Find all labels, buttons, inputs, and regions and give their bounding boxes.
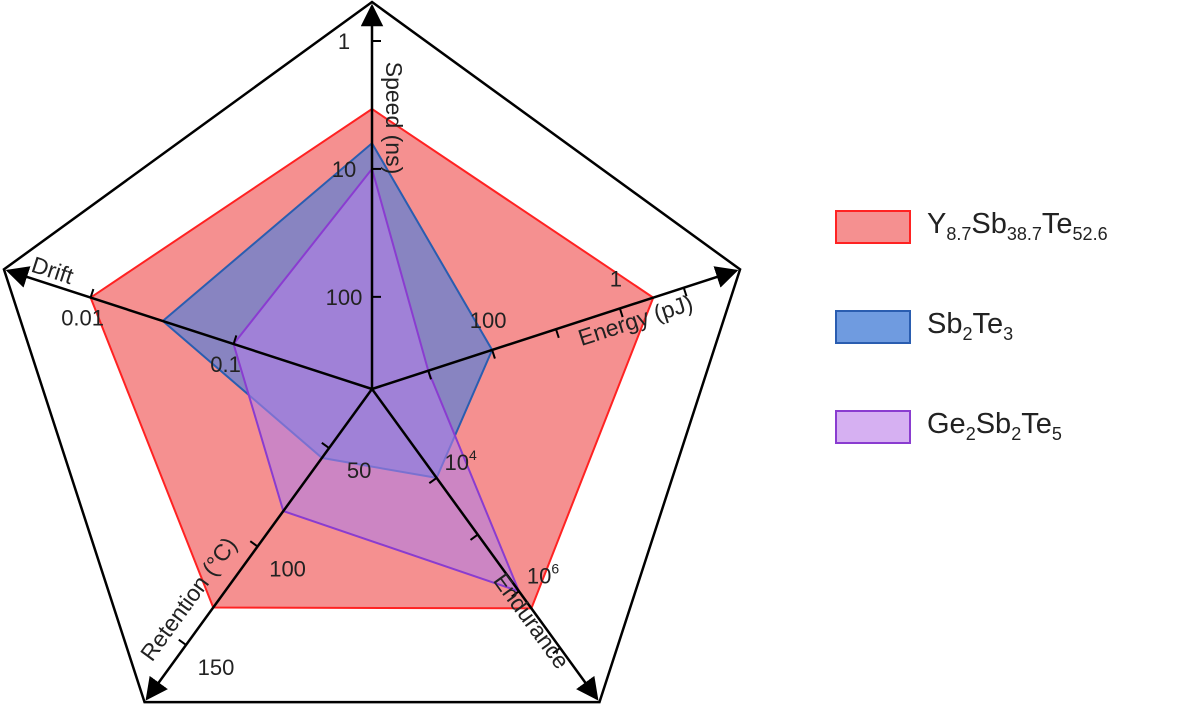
legend-sub: 5 (1051, 424, 1062, 444)
tick-mark (178, 638, 187, 646)
tick-mark (682, 287, 688, 297)
legend-text: Te (1021, 408, 1052, 440)
legend-item-y-sb-te: Y8.7Sb38.7Te52.6 (835, 208, 1175, 250)
axis-title-speed: Speed (ns) (381, 62, 407, 175)
tick-label: 100 (326, 285, 363, 310)
tick-mark (232, 335, 238, 345)
tick-mark (511, 590, 520, 598)
tick-mark (428, 477, 438, 485)
axis-retention (145, 388, 374, 701)
tick-label: 0.1 (210, 352, 241, 377)
tick-mark (469, 533, 479, 541)
legend-swatch-red (835, 210, 911, 244)
tick-label: 1 (338, 29, 350, 54)
tick-label: 150 (198, 655, 235, 680)
legend-sub: 2 (962, 324, 973, 344)
legend-sub: 8.7 (946, 224, 972, 244)
legend-sub: 52.6 (1072, 224, 1108, 244)
legend-sub: 38.7 (1006, 224, 1042, 244)
outer-pentagon (2, 0, 742, 704)
tick-mark (618, 308, 624, 318)
legend-text: Sb (971, 208, 1007, 240)
legend-swatch-purple (835, 410, 911, 444)
legend-sub: 3 (1003, 324, 1014, 344)
tick-mark (555, 328, 560, 339)
tick-mark (321, 441, 330, 449)
legend-text: Te (1041, 208, 1073, 240)
legend-label: Y8.7Sb38.7Te52.6 (927, 208, 1108, 244)
tick-label: 1 (610, 266, 622, 291)
tick-label: 100 (470, 308, 507, 333)
legend-text: Sb (927, 308, 963, 340)
legend-text: Sb (975, 408, 1012, 440)
legend-text: Ge (927, 408, 966, 440)
legend-sub: 2 (965, 424, 976, 444)
series-polygon-3 (232, 166, 521, 593)
tick-mark (89, 288, 95, 298)
legend-item-sb2te3: Sb2Te3 (835, 308, 1175, 350)
axis-title-drift: Drift (29, 251, 78, 289)
tick-mark (427, 370, 432, 380)
legend-text: Y (927, 208, 947, 240)
legend-sub: 2 (1011, 424, 1022, 444)
legend-swatch-blue (835, 310, 911, 344)
tick-label: 0.01 (61, 306, 104, 331)
legend-item-ge2sb2te5: Ge2Sb2Te5 (835, 408, 1175, 450)
tick-mark (491, 349, 496, 359)
tick-label: 100 (269, 557, 306, 582)
legend-text: Te (972, 308, 1004, 340)
tick-mark (552, 647, 561, 655)
tick-mark (249, 540, 259, 548)
tick-label: 106 (527, 560, 559, 588)
axis-energy (371, 266, 739, 391)
axis-drift (5, 266, 373, 391)
legend-label: Sb2Te3 (927, 308, 1014, 344)
tick-label: 50 (347, 458, 371, 483)
legend-label: Ge2Sb2Te5 (927, 408, 1062, 444)
tick-label: 10 (332, 157, 356, 182)
